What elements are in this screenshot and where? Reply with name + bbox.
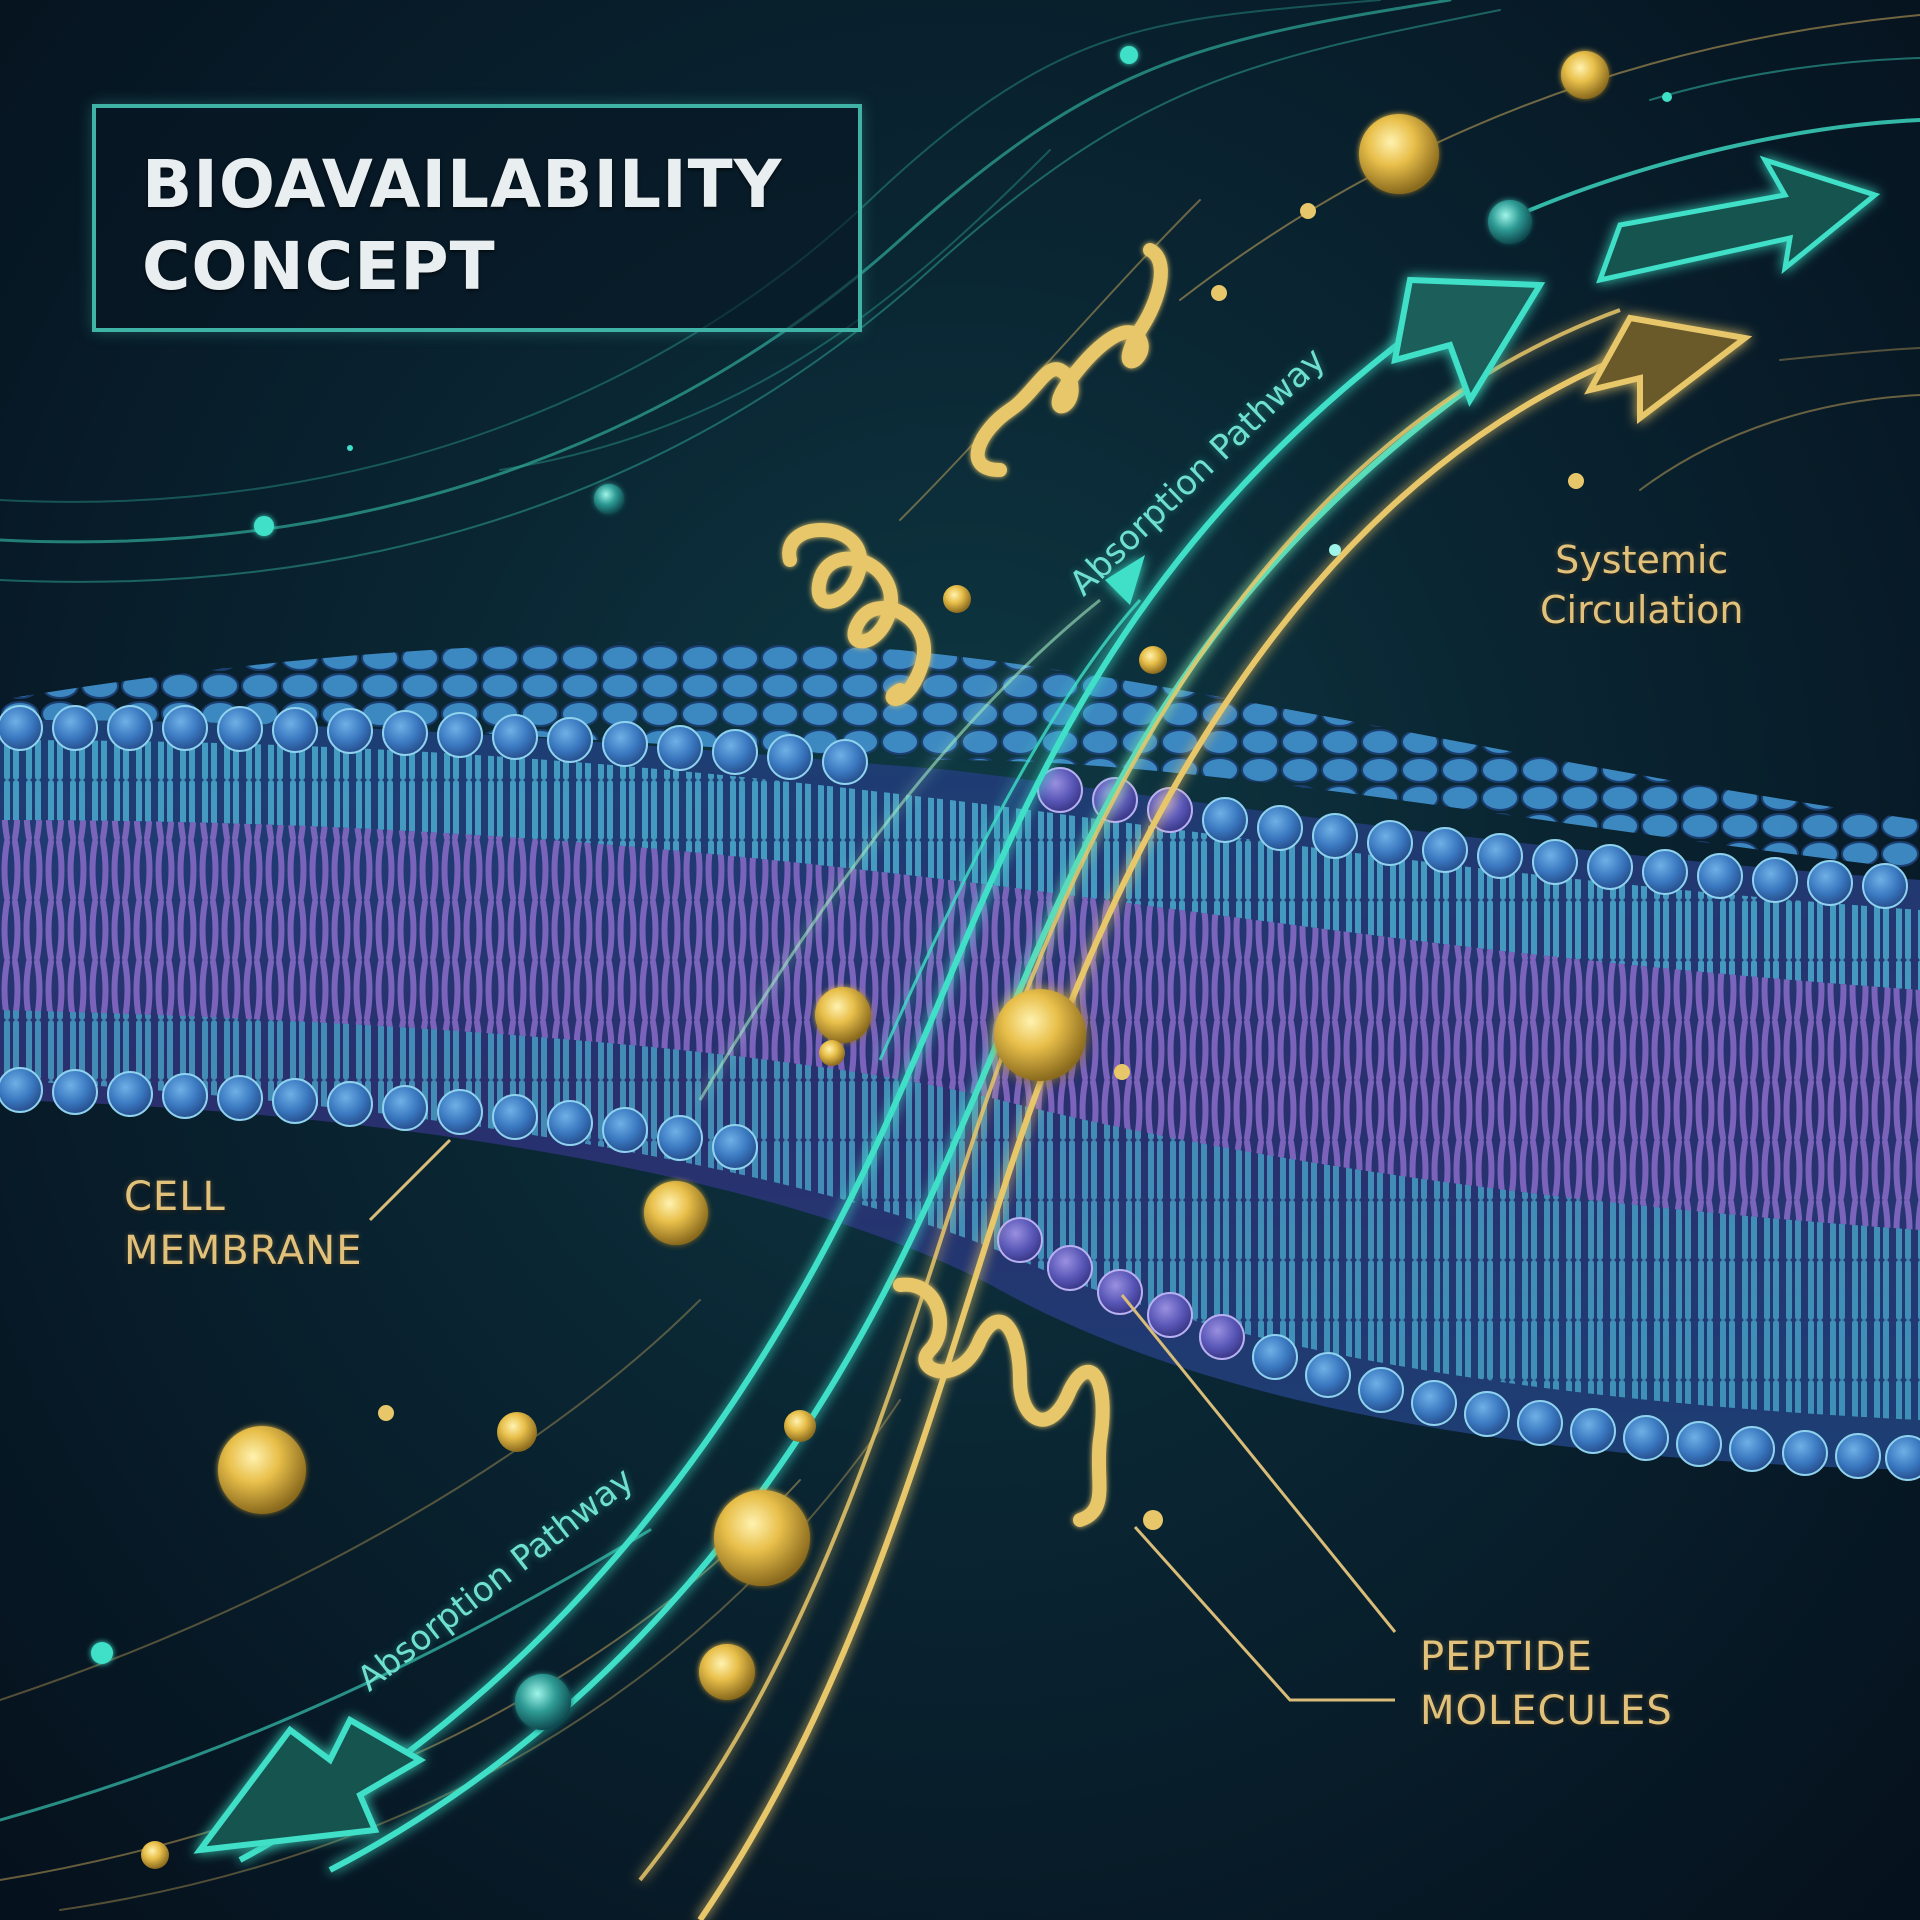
peptide-leader-2 bbox=[1133, 1525, 1395, 1702]
systemic-circulation-line-2: Circulation bbox=[1540, 588, 1744, 632]
peptide-molecules bbox=[91, 46, 1672, 1869]
cell-membrane-line-2: MEMBRANE bbox=[124, 1228, 363, 1274]
title-box: BIOAVAILABILITY CONCEPT bbox=[92, 104, 862, 332]
leader-lines bbox=[368, 1138, 1397, 1702]
peptide-molecules-line-2: MOLECULES bbox=[1420, 1688, 1673, 1734]
cell-membrane bbox=[0, 642, 1920, 1481]
teal-arrowhead-down bbox=[193, 1715, 426, 1854]
cell-membrane-line-1: CELL bbox=[124, 1174, 226, 1220]
title-line-1: BIOAVAILABILITY bbox=[142, 146, 783, 223]
systemic-circulation-line-1: Systemic bbox=[1555, 538, 1729, 582]
cell-membrane-leader bbox=[368, 1138, 452, 1222]
arrowheads bbox=[193, 155, 1881, 1854]
systemic-circulation-label: Systemic Circulation bbox=[1540, 535, 1744, 635]
title-line-2: CONCEPT bbox=[142, 228, 496, 305]
teal-arrowhead-up bbox=[1391, 276, 1546, 407]
peptide-molecules-line-1: PEPTIDE bbox=[1420, 1634, 1593, 1680]
teal-arrowhead-right bbox=[1596, 155, 1881, 284]
peptide-molecules-label: PEPTIDE MOLECULES bbox=[1420, 1630, 1673, 1738]
peptide-helix bbox=[782, 243, 1168, 1527]
cell-membrane-label: CELL MEMBRANE bbox=[124, 1170, 362, 1278]
peptide-leader-1 bbox=[1120, 1294, 1397, 1633]
absorption-pathway-gold bbox=[638, 308, 1642, 1920]
gold-arrowhead-up bbox=[1584, 314, 1753, 425]
